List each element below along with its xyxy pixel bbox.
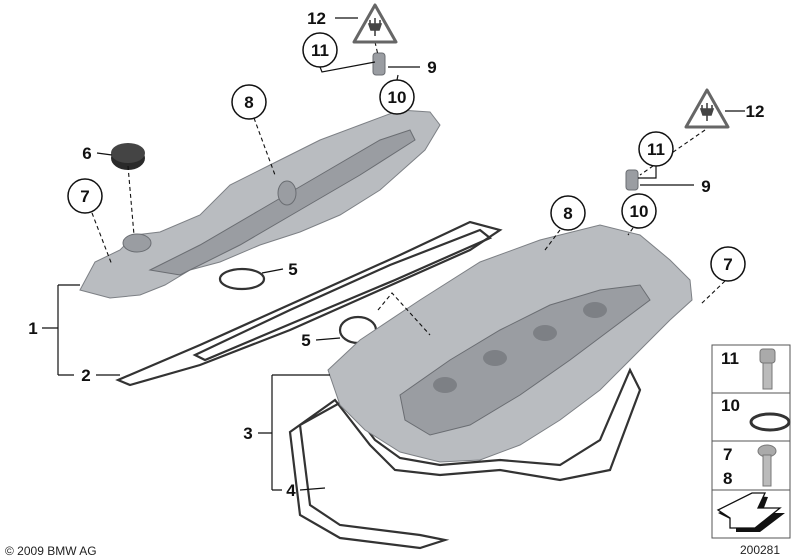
callout-1: 1: [28, 319, 37, 338]
camshaft-sensor-right[interactable]: [625, 169, 639, 191]
valve-cover-front[interactable]: [327, 224, 693, 463]
callout-5: 5: [301, 331, 310, 350]
legend-7: 7: [723, 445, 732, 464]
camshaft-sensor-top[interactable]: [372, 52, 386, 76]
legend-10: 10: [721, 396, 740, 415]
direction-arrow-icon: [716, 492, 785, 532]
callout-circle: [550, 195, 586, 231]
legend-panel: 11 10 7 8: [711, 344, 791, 539]
gasket-front[interactable]: [288, 367, 642, 550]
callout-7: 7: [80, 187, 89, 206]
callout-12: 12: [307, 9, 326, 28]
seal-ring-rear[interactable]: [218, 267, 266, 291]
callout-11: 11: [311, 41, 329, 60]
callout-11: 11: [647, 140, 665, 159]
callout-circle: [621, 193, 657, 229]
copyright: © 2009 BMW AG: [5, 544, 97, 558]
callout-8: 8: [244, 93, 253, 112]
diagram-number: 200281: [740, 543, 780, 557]
callout-9: 9: [427, 58, 436, 77]
callout-circle: [302, 32, 338, 68]
bolt-icon: [759, 348, 776, 390]
callout-4: 4: [286, 481, 296, 500]
callout-5: 5: [288, 260, 297, 279]
legend-11: 11: [721, 349, 739, 368]
callout-7: 7: [723, 255, 732, 274]
callout-3: 3: [243, 424, 252, 443]
callout-circle: [710, 246, 746, 282]
electrical-plug-warning-icon: [352, 3, 398, 44]
callout-circle: [638, 131, 674, 167]
legend-8: 8: [723, 469, 732, 488]
flange-bolt-icon: [757, 444, 777, 487]
oil-filler-cap[interactable]: [111, 143, 145, 170]
callout-8: 8: [563, 204, 572, 223]
callout-12: 12: [746, 102, 765, 121]
callout-10: 10: [388, 88, 407, 107]
o-ring-icon: [749, 412, 791, 432]
callout-9: 9: [701, 177, 710, 196]
callout-2: 2: [81, 366, 90, 385]
callout-circle: [67, 178, 103, 214]
valve-cover-rear[interactable]: [79, 109, 441, 299]
electrical-plug-warning-icon: [684, 88, 730, 129]
callout-circle: [379, 79, 415, 115]
gasket-rear[interactable]: [115, 220, 503, 387]
callout-10: 10: [630, 202, 649, 221]
callout-circle: [231, 84, 267, 120]
callout-6: 6: [82, 144, 91, 163]
